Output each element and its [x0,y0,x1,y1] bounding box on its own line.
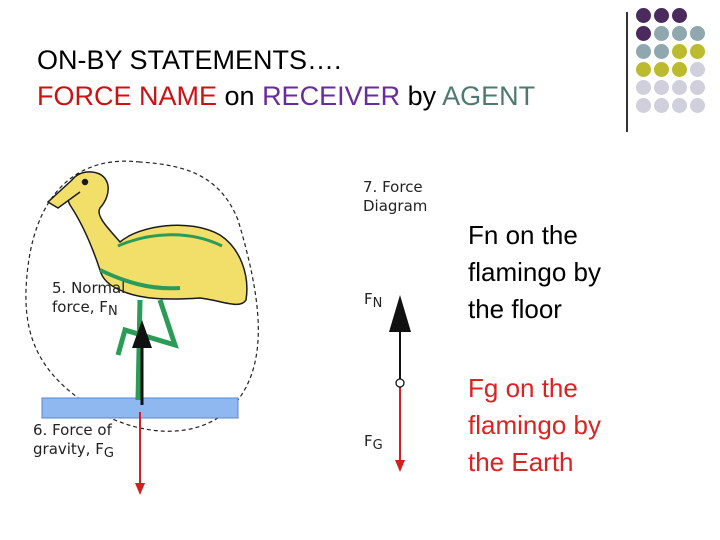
fbd-fn-label: FN [364,290,383,311]
decorative-dot [690,98,705,113]
decorative-dot [636,8,651,23]
normal-force-label: 5. Normal force, FN [52,279,126,319]
decorative-dot [654,98,669,113]
decorative-dot [690,62,705,77]
decorative-dot [636,98,651,113]
decorative-dot [654,8,669,23]
decorative-dot [672,80,687,95]
normal-force-arrowhead [132,320,152,348]
decorative-dot [672,8,687,23]
title-agent: AGENT [442,81,536,111]
decorative-dot [654,80,669,95]
decorative-dot [636,80,651,95]
decorative-dot [636,26,651,41]
title-by: by [400,81,443,111]
fbd-fg-label: FG [364,432,383,453]
decorative-dot [672,44,687,59]
flamingo-diagram [25,160,411,495]
title-line-1: ON-BY STATEMENTS…. [37,45,342,75]
slide-title: ON-BY STATEMENTS…. FORCE NAME on RECEIVE… [37,42,535,114]
gravity-force-label: 6. Force of gravity, FG [33,421,114,461]
title-on: on [217,81,263,111]
decorative-dot [636,62,651,77]
gravity-arrowhead [135,483,145,495]
decorative-dot [636,44,651,59]
decorative-dot [690,80,705,95]
title-force-name: FORCE NAME [37,81,218,111]
title-divider-line [626,12,628,132]
decorative-dot-grid [636,8,720,120]
decorative-dot [672,62,687,77]
title-line-2: FORCE NAME on RECEIVER by AGENT [37,78,535,114]
normal-force-statement: Fn on the flamingo by the floor [468,220,601,324]
fbd-point-object [395,378,405,388]
decorative-dot [654,62,669,77]
decorative-dot [690,44,705,59]
decorative-dot [672,98,687,113]
gravity-force-statement: Fg on the flamingo by the Earth [468,373,601,477]
decorative-dot [690,26,705,41]
force-diagram-label: 7. Force Diagram [363,178,428,215]
flamingo-icon [46,171,248,401]
decorative-dot [654,26,669,41]
title-receiver: RECEIVER [262,81,401,111]
fbd-gravity-arrowhead [395,460,405,472]
decorative-dot [654,44,669,59]
decorative-dot [672,26,687,41]
fbd-normal-arrowhead [389,295,411,332]
